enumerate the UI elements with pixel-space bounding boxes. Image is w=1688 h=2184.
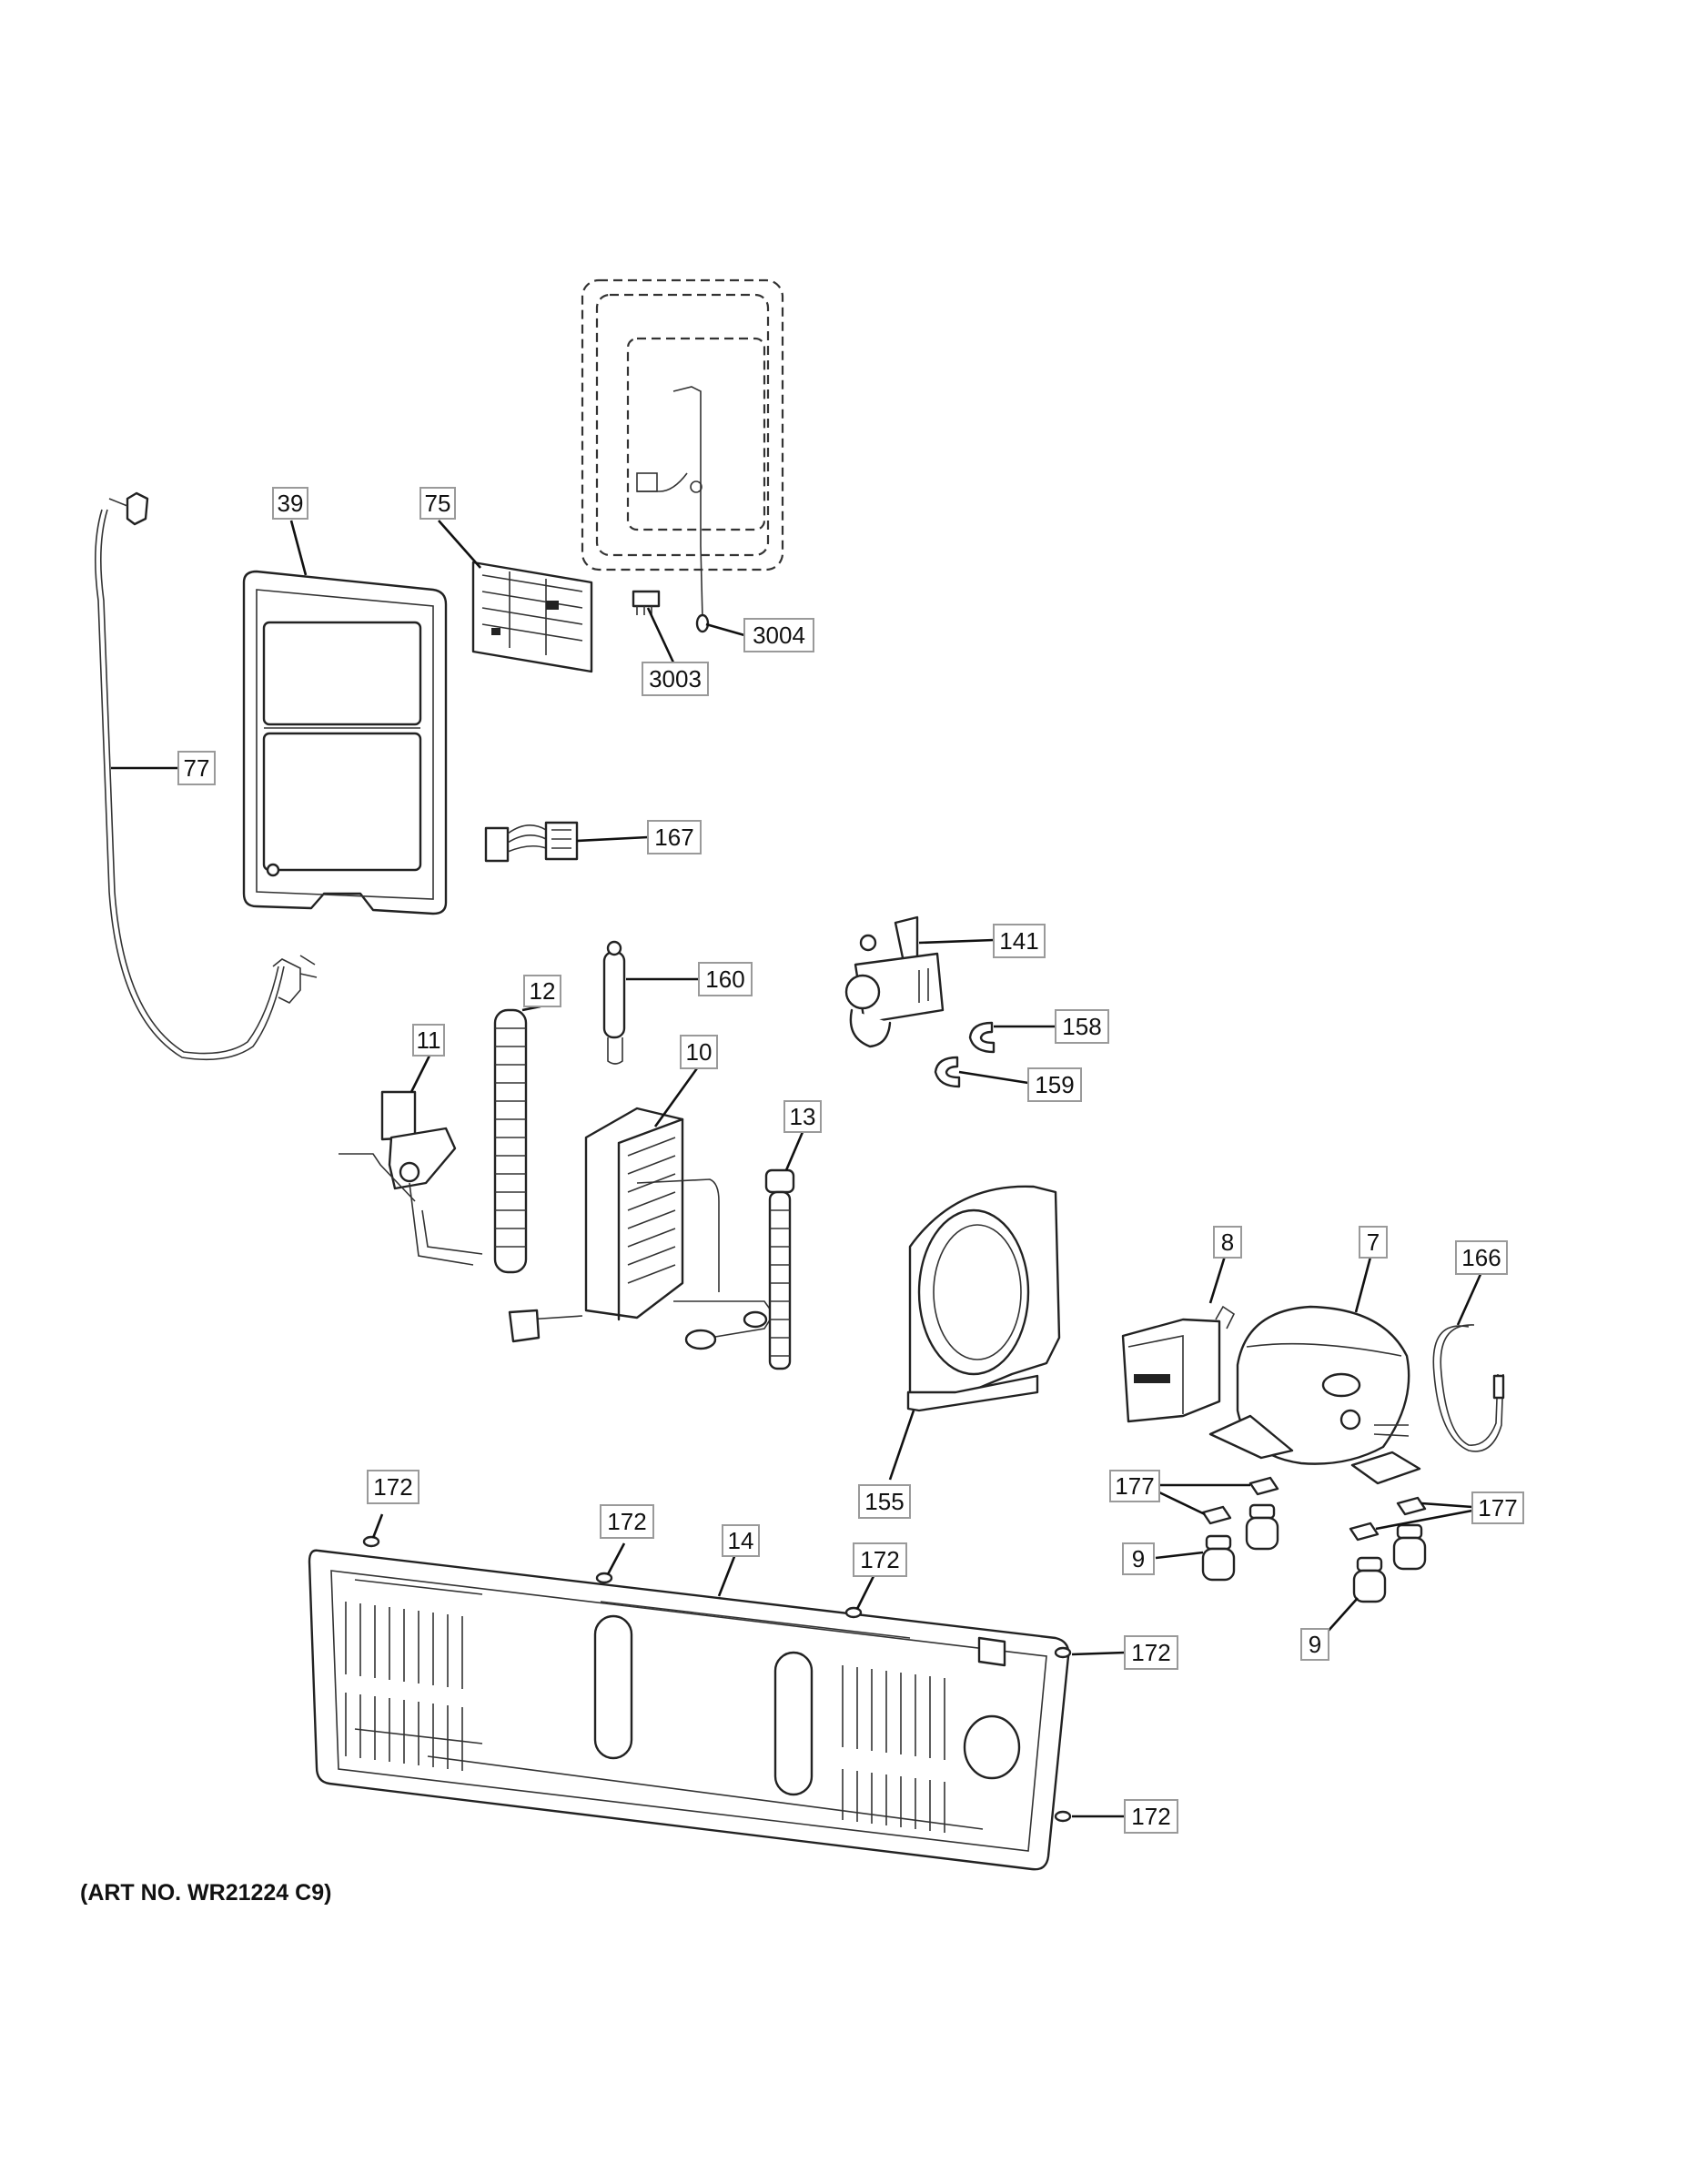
grommet-9-group-b[interactable] — [1352, 1523, 1427, 1603]
callout-141[interactable]: 141 — [993, 924, 1046, 958]
access-panel-14[interactable] — [308, 1549, 1070, 1871]
callout-9-a[interactable]: 9 — [1122, 1542, 1155, 1575]
compressor-7[interactable] — [1208, 1305, 1421, 1485]
screw-172-a[interactable] — [362, 1535, 380, 1548]
screw-172-b[interactable] — [595, 1572, 613, 1584]
callout-14[interactable]: 14 — [722, 1524, 760, 1557]
callout-159-text: 159 — [1035, 1071, 1074, 1098]
callout-172-b-text: 172 — [607, 1508, 646, 1535]
grommet-9-group-a[interactable] — [1201, 1503, 1279, 1582]
callout-155[interactable]: 155 — [858, 1484, 911, 1519]
callout-8-text: 8 — [1221, 1228, 1234, 1256]
drier-160[interactable] — [602, 940, 626, 1065]
drain-hose-12[interactable] — [493, 1008, 528, 1274]
callout-7-text: 7 — [1367, 1228, 1380, 1256]
callout-77-text: 77 — [184, 754, 210, 782]
callout-7[interactable]: 7 — [1359, 1226, 1388, 1259]
callout-14-text: 14 — [728, 1527, 754, 1554]
callout-158[interactable]: 158 — [1055, 1009, 1109, 1044]
wire-harness-77[interactable] — [95, 491, 318, 1061]
callout-167[interactable]: 167 — [647, 820, 702, 854]
callout-8[interactable]: 8 — [1213, 1226, 1242, 1259]
screw-172-d[interactable] — [1054, 1646, 1072, 1659]
callout-9-b[interactable]: 9 — [1300, 1628, 1329, 1661]
clip-177-upper[interactable] — [1201, 1476, 1279, 1525]
water-valve-141[interactable] — [844, 915, 945, 1048]
callout-11-text: 11 — [417, 1026, 441, 1054]
callout-172-c-text: 172 — [860, 1546, 899, 1573]
drain-tube-13[interactable] — [764, 1168, 795, 1370]
callout-3003[interactable]: 3003 — [642, 662, 709, 696]
callout-77[interactable]: 77 — [177, 751, 216, 785]
callout-155-text: 155 — [864, 1488, 904, 1515]
callout-12[interactable]: 12 — [523, 975, 561, 1007]
callout-172-a[interactable]: 172 — [367, 1470, 419, 1504]
callout-75[interactable]: 75 — [419, 487, 456, 520]
leader-lines — [111, 520, 1483, 1818]
callout-167-text: 167 — [654, 824, 693, 851]
callout-177-b-text: 177 — [1478, 1494, 1517, 1522]
callout-39[interactable]: 39 — [272, 487, 308, 520]
sensor-3004[interactable] — [695, 545, 710, 633]
callout-75-text: 75 — [425, 490, 451, 517]
condenser-10[interactable] — [508, 1107, 774, 1350]
callout-172-e[interactable]: 172 — [1124, 1799, 1178, 1834]
clip-158[interactable] — [968, 1021, 996, 1054]
art-number-label: (ART NO. WR21224 C9) — [80, 1880, 332, 1906]
callout-12-text: 12 — [530, 977, 556, 1005]
callout-177-a[interactable]: 177 — [1109, 1470, 1160, 1502]
callout-9-a-text: 9 — [1132, 1545, 1145, 1572]
screw-172-c[interactable] — [844, 1606, 863, 1619]
clip-159[interactable] — [934, 1056, 961, 1088]
frame-cover-39[interactable] — [242, 570, 448, 915]
fan-shroud-155[interactable] — [906, 1185, 1061, 1412]
reference-housing-outline — [581, 278, 784, 571]
callout-3004-text: 3004 — [753, 622, 805, 649]
callout-172-d[interactable]: 172 — [1124, 1635, 1178, 1670]
callout-141-text: 141 — [999, 927, 1038, 955]
callout-166-text: 166 — [1461, 1244, 1501, 1271]
callout-166[interactable]: 166 — [1455, 1240, 1508, 1275]
wire-connector-167[interactable] — [484, 821, 579, 863]
control-board-75[interactable] — [471, 561, 593, 673]
callout-172-b[interactable]: 172 — [600, 1504, 654, 1539]
callout-172-d-text: 172 — [1131, 1639, 1170, 1666]
callout-3004[interactable]: 3004 — [743, 618, 814, 652]
connector-3003[interactable] — [632, 590, 661, 615]
callout-10-text: 10 — [686, 1038, 713, 1066]
tube-166[interactable] — [1432, 1324, 1505, 1452]
callout-172-c[interactable]: 172 — [853, 1542, 907, 1577]
callout-3003-text: 3003 — [649, 665, 702, 693]
bracket-11[interactable] — [339, 1090, 483, 1266]
callout-13[interactable]: 13 — [783, 1100, 822, 1133]
callout-9-b-text: 9 — [1309, 1631, 1321, 1658]
callout-39-text: 39 — [278, 490, 304, 517]
callout-11[interactable]: 11 — [412, 1024, 445, 1057]
callout-160[interactable]: 160 — [698, 962, 753, 996]
clip-177-lower[interactable] — [1349, 1496, 1427, 1542]
screw-172-e[interactable] — [1054, 1810, 1072, 1823]
callout-13-text: 13 — [790, 1103, 816, 1130]
callout-158-text: 158 — [1062, 1013, 1101, 1040]
callout-10[interactable]: 10 — [680, 1035, 718, 1069]
start-relay-8[interactable] — [1121, 1305, 1236, 1423]
callout-172-e-text: 172 — [1131, 1803, 1170, 1830]
callout-159[interactable]: 159 — [1027, 1067, 1082, 1102]
callout-177-b[interactable]: 177 — [1471, 1491, 1524, 1524]
callout-160-text: 160 — [705, 966, 744, 993]
callout-177-a-text: 177 — [1115, 1472, 1154, 1500]
callout-172-a-text: 172 — [373, 1473, 412, 1501]
